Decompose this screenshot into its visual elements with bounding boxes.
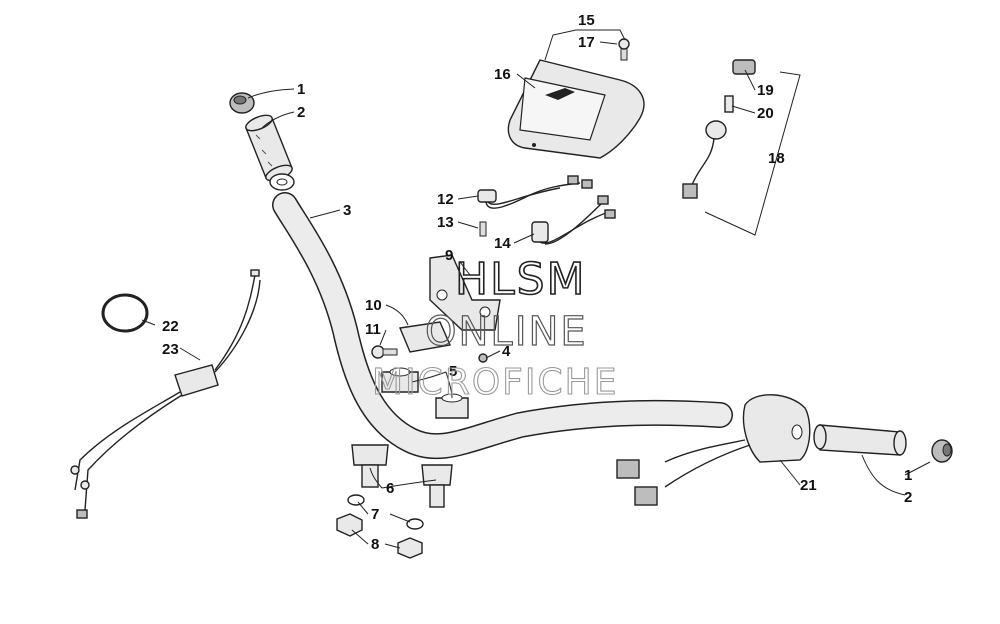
callout-9: 9 — [445, 247, 453, 264]
callout-19: 19 — [757, 82, 774, 99]
callout-13: 13 — [437, 214, 454, 231]
cable-tie — [101, 293, 149, 333]
key-switch-assembly — [682, 59, 801, 236]
brake-switch-pin — [479, 221, 487, 237]
callout-6: 6 — [386, 480, 394, 497]
left-grip-end-cap — [229, 92, 255, 114]
handlebar-tube — [272, 192, 733, 460]
callout-1-left: 1 — [297, 81, 305, 98]
callout-21: 21 — [800, 477, 817, 494]
headlight-pod — [507, 59, 645, 159]
watermark-line-2: ONLINE — [425, 309, 588, 355]
right-switch-housing — [616, 394, 811, 506]
callout-7: 7 — [371, 506, 379, 523]
callout-16: 16 — [494, 66, 511, 83]
mount-bracket — [429, 254, 501, 331]
right-grip-end-cap — [931, 439, 953, 463]
callout-17: 17 — [578, 34, 595, 51]
leader-lines — [141, 29, 931, 549]
callout-12: 12 — [437, 191, 454, 208]
clamp-screw — [478, 353, 488, 363]
brake-switch-harness-lower — [531, 195, 616, 245]
callout-18: 18 — [768, 150, 785, 167]
left-grip-washer — [269, 173, 295, 191]
headlight-pod-screw — [618, 38, 630, 61]
callout-4: 4 — [502, 343, 511, 360]
callout-2-right: 2 — [904, 489, 912, 506]
watermark-line-3: MICROFICHE — [372, 362, 618, 403]
watermark: HLSM ONLINE MICROFICHE — [371, 253, 618, 403]
callout-1-right: 1 — [904, 467, 912, 484]
callout-15: 15 — [578, 12, 595, 29]
callout-11: 11 — [365, 321, 381, 338]
washers — [347, 494, 424, 530]
lower-clamp-right — [421, 464, 453, 508]
brake-switch-harness-upper — [477, 175, 593, 209]
lower-clamp-left — [351, 444, 389, 488]
callout-22: 22 — [162, 318, 179, 335]
bracket-bolt — [371, 345, 398, 359]
callout-8: 8 — [371, 536, 379, 553]
callout-14: 14 — [494, 235, 511, 252]
callout-2-left: 2 — [297, 104, 305, 121]
watermark-line-1: HLSM — [455, 254, 587, 305]
nuts — [336, 513, 423, 559]
right-grip — [813, 424, 907, 456]
callout-5: 5 — [449, 363, 457, 380]
callout-20: 20 — [757, 105, 774, 122]
callout-labels: 1 2 3 4 5 6 7 8 9 10 11 12 13 14 15 16 1… — [162, 12, 912, 553]
callout-10: 10 — [365, 297, 382, 314]
throttle-cable — [70, 269, 261, 519]
callout-23: 23 — [162, 341, 179, 358]
cable-bracket — [399, 321, 451, 353]
callout-3: 3 — [343, 202, 351, 219]
